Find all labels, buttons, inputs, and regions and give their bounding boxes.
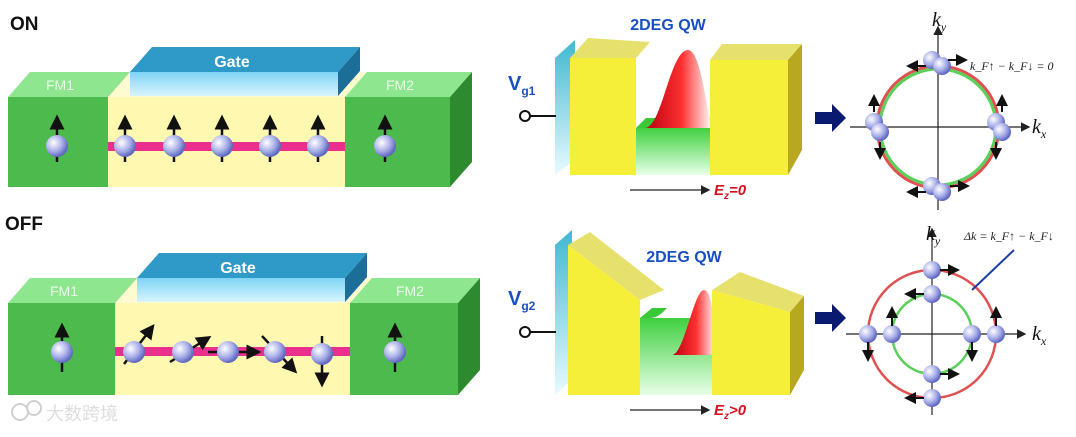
watermark-text: 大数跨境 xyxy=(46,404,118,424)
gate-label-on: Gate xyxy=(214,54,250,71)
ez-top-label: Ez=0 xyxy=(714,182,747,202)
ez-bottom-label: Ez>0 xyxy=(714,402,747,422)
vg2-label: Vg2 xyxy=(508,288,536,313)
spin-channel-off xyxy=(311,336,333,388)
spin-channel-off xyxy=(208,341,262,363)
qw-bottom-title: 2DEG QW xyxy=(646,249,722,266)
kspin-top-n xyxy=(906,51,968,75)
kspin-top-s xyxy=(906,177,970,201)
kspin-bottom-outer xyxy=(904,389,941,407)
off-state-label: OFF xyxy=(5,214,43,235)
spin-channel-on xyxy=(211,114,233,162)
spin-channel-on xyxy=(114,114,136,162)
kspin-top-w xyxy=(865,94,889,160)
kx-label-top: kx xyxy=(1032,116,1047,141)
ky-label-bottom: ky xyxy=(926,223,941,248)
fm2-block-off: FM2 xyxy=(350,278,480,395)
fm1-label-off: FM1 xyxy=(50,283,78,299)
fm2-label-on: FM2 xyxy=(386,77,414,93)
on-panel: ON FM1 FM2 Gate xyxy=(8,14,472,187)
spins-on xyxy=(46,114,396,162)
kx-label-bottom: kx xyxy=(1032,323,1047,348)
gate-off[interactable]: Gate xyxy=(137,253,367,302)
fm2-label-off: FM2 xyxy=(396,283,424,299)
spin-fm1-on xyxy=(46,114,68,162)
on-state-label: ON xyxy=(10,14,39,35)
fm2-block-on: FM2 xyxy=(345,72,472,187)
watermark: 大数跨境 xyxy=(11,400,118,424)
vg2-terminal[interactable] xyxy=(519,326,531,338)
qw-top: 2DEG QW Vg1 Ez=0 xyxy=(508,17,802,202)
kspin-bottom-outer xyxy=(859,325,877,362)
kspin-bottom-inner xyxy=(923,365,960,383)
vg1-terminal[interactable] xyxy=(519,110,531,122)
kspin-bottom-inner xyxy=(904,285,941,303)
wavefunction-peak-top xyxy=(645,50,712,128)
vg1-label: Vg1 xyxy=(508,73,536,98)
kspin-bottom-inner xyxy=(963,325,981,362)
qw-top-title: 2DEG QW xyxy=(630,17,706,34)
fermi-relation-bottom: Δk = k_F↑ − k_F↓ xyxy=(963,229,1054,243)
spin-fm2-off xyxy=(384,322,406,372)
arrow-icon-bottom xyxy=(815,304,846,332)
spin-fm2-on xyxy=(374,114,396,162)
spin-channel-on xyxy=(259,114,281,162)
spin-channel-off xyxy=(123,324,155,365)
spin-channel-off xyxy=(261,335,298,374)
gate-on[interactable]: Gate xyxy=(130,47,360,96)
kspin-top-e xyxy=(987,94,1011,160)
kspin-bottom-outer xyxy=(987,306,1005,343)
qw-bottom: 2DEG QW Vg2 Ez>0 xyxy=(508,230,804,422)
wavefunction-peak-bottom xyxy=(672,290,716,355)
kspin-bottom-outer xyxy=(923,261,960,279)
spins-off xyxy=(51,322,406,388)
delta-k-pointer xyxy=(971,249,1015,291)
spin-channel-on xyxy=(163,114,185,162)
spin-channel-off xyxy=(169,336,212,364)
kspace-bottom: ky kx Δk = k_F↑ − k_F↓ xyxy=(846,223,1054,415)
fermi-relation-top: k_F↑ − k_F↓ = 0 xyxy=(970,59,1054,73)
spin-channel-on xyxy=(307,114,329,162)
gate-label-off: Gate xyxy=(220,260,256,277)
arrow-icon-top xyxy=(815,104,846,132)
kspin-bottom-inner xyxy=(883,306,901,343)
spin-fm1-off xyxy=(51,322,73,372)
watermark-logo-icon xyxy=(11,403,29,421)
off-panel: OFF FM1 FM2 Gate xyxy=(5,214,480,395)
fm1-label-on: FM1 xyxy=(46,77,74,93)
kspace-top: ky kx k_F↑ − k_F↓ = 0 xyxy=(850,9,1054,210)
ky-label-top: ky xyxy=(932,9,947,34)
